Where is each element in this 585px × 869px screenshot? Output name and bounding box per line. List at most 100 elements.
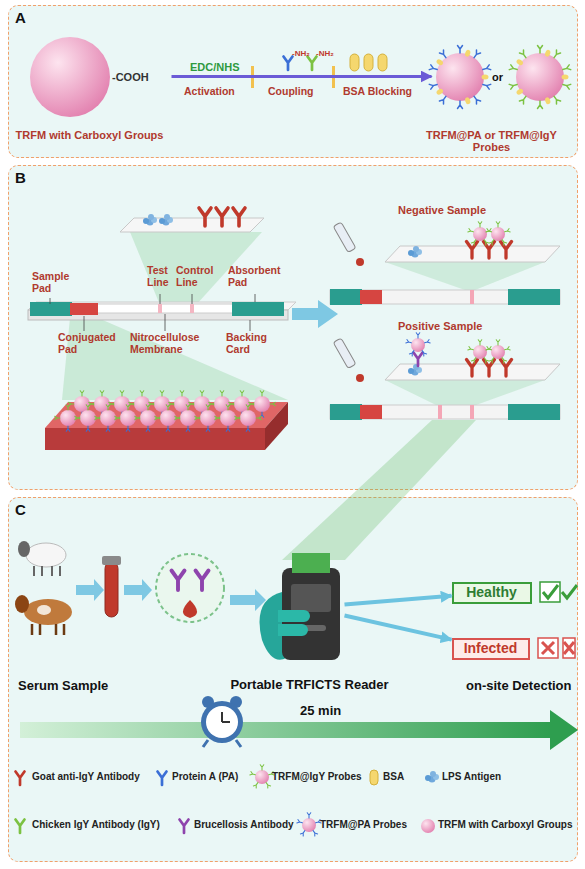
result-mark — [538, 582, 577, 658]
legend-text: Chicken IgY Antibody (IgY) — [32, 819, 177, 830]
process-arrow — [345, 596, 452, 605]
part-label: Absorbent Pad — [228, 265, 283, 288]
igy-probe — [515, 58, 524, 66]
clock-icon — [202, 696, 214, 708]
process-arrow — [172, 75, 432, 78]
cow-icon — [15, 595, 72, 635]
carboxyl-sphere-node: TRFM with Carboxyl Groups — [30, 37, 172, 117]
sheep-icon — [18, 541, 66, 576]
leader-line — [50, 298, 51, 304]
node-text: Infected — [464, 640, 518, 656]
serum-zoom — [196, 571, 209, 591]
igy-probe — [552, 95, 560, 104]
lateral-flow-strip — [158, 304, 162, 313]
conjugate-pad-zoom — [109, 391, 136, 418]
result-mark — [540, 582, 560, 602]
node-text: B — [15, 169, 26, 186]
reader-device — [291, 584, 331, 612]
step-divider — [332, 66, 335, 88]
positive-test — [468, 340, 492, 363]
negative-test — [333, 222, 356, 252]
probe-node: TRFM@PA or TRFM@IgY Probes — [432, 37, 578, 117]
node-text: A — [15, 9, 26, 26]
sheep-icon — [18, 541, 30, 557]
negative-test — [330, 289, 362, 305]
igy-probe — [538, 46, 543, 54]
igy-probe — [509, 82, 518, 89]
pa-probe — [429, 82, 438, 89]
zoom-strip-top — [159, 214, 173, 226]
positive-test — [486, 340, 510, 363]
negative-test — [486, 222, 510, 245]
node-text: Portable TRFICTS Reader — [230, 678, 390, 693]
negative-test — [385, 246, 560, 262]
positive-test — [484, 360, 495, 377]
process-arrow — [345, 615, 452, 639]
result-mark — [563, 638, 575, 658]
bsa-capsules — [350, 54, 387, 71]
pa-probe — [482, 82, 491, 89]
igy-probe — [516, 53, 564, 101]
conjugate-pad-zoom — [169, 391, 196, 418]
zoom-beam — [130, 232, 262, 305]
pa-probe — [472, 95, 480, 104]
process-arrow — [230, 589, 266, 611]
leader-line — [255, 294, 256, 302]
part-label: -NH₂ — [292, 50, 322, 59]
positive-test — [508, 404, 560, 420]
lateral-flow-strip — [28, 302, 296, 310]
part-label: Sample Pad — [32, 271, 77, 294]
zoom-strip-top — [143, 214, 157, 226]
negative-test — [467, 242, 478, 259]
part-label: or — [492, 71, 512, 83]
lateral-flow-strip — [96, 304, 236, 313]
cow-icon — [32, 624, 64, 635]
clock-icon — [222, 712, 230, 722]
lateral-flow-strip — [190, 304, 194, 313]
positive-test — [414, 353, 423, 367]
negative-test — [385, 262, 545, 290]
coupling-antibodies — [308, 57, 317, 71]
igy-probe — [509, 46, 570, 109]
bsa-capsules — [364, 54, 373, 71]
panel-box: B — [8, 165, 578, 490]
legend-icon — [16, 772, 25, 786]
positive-test — [330, 333, 560, 420]
conjugate-pad-zoom — [155, 405, 182, 432]
negative-test — [508, 289, 560, 305]
positive-test — [356, 374, 364, 382]
node-text: Healthy — [466, 584, 517, 600]
conjugate-pad-zoom — [89, 391, 116, 418]
reader-beam — [282, 420, 476, 560]
reader-device — [282, 568, 340, 660]
sheep-icon — [34, 566, 60, 576]
positive-test — [501, 360, 512, 377]
lateral-flow-strip — [28, 310, 288, 320]
result-box: Infected — [452, 638, 530, 660]
igy-probe — [552, 50, 560, 59]
clock-icon — [230, 696, 242, 708]
legend-icon — [297, 813, 321, 836]
timeline-arrow — [20, 710, 578, 750]
igy-probe — [544, 97, 551, 105]
pa-probe — [436, 53, 484, 101]
result-mark — [538, 638, 558, 658]
igy-probe — [562, 75, 569, 80]
legend-icon — [16, 820, 25, 834]
positive-test — [385, 380, 545, 405]
serum-zoom — [156, 554, 224, 622]
lateral-flow-strip — [232, 302, 284, 316]
zoom-strip-top — [120, 218, 264, 232]
result-mark — [543, 585, 558, 598]
pa-probe — [482, 75, 489, 80]
legend-icon — [421, 819, 435, 833]
igy-probe — [538, 101, 543, 109]
igy-probe — [544, 49, 551, 57]
node-text: TRFM@PA or TRFM@IgY Probes — [407, 129, 577, 154]
positive-test — [470, 405, 474, 419]
legend-icon — [370, 770, 378, 785]
negative-test — [470, 290, 474, 304]
conjugate-pad-zoom — [265, 402, 288, 450]
